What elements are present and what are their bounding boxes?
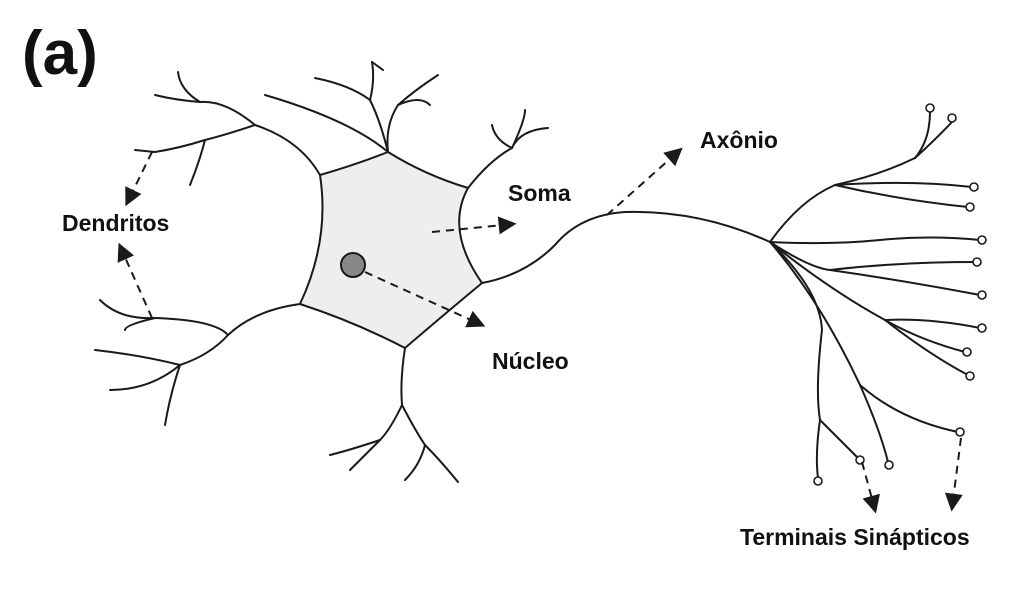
soma-body — [299, 151, 483, 349]
arrow-dendritos-down — [117, 242, 153, 319]
pointer-arrows — [117, 147, 963, 514]
arrow-axonio — [606, 147, 683, 216]
label-terminais-sinapticos: Terminais Sinápticos — [740, 524, 970, 550]
arrow-terminal-1 — [861, 461, 880, 514]
synaptic-knobs — [813, 103, 987, 486]
panel-label: (a) — [22, 19, 98, 88]
label-nucleo: Núcleo — [492, 348, 569, 374]
arrow-terminal-2 — [944, 437, 963, 512]
axon-terminals — [769, 111, 981, 479]
label-soma: Soma — [508, 180, 571, 206]
dendrites — [94, 61, 549, 483]
nucleus — [340, 252, 366, 278]
label-dendritos: Dendritos — [62, 210, 170, 236]
arrow-nucleo — [364, 271, 486, 328]
arrow-dendritos-up — [125, 151, 153, 207]
axon — [481, 210, 771, 284]
label-axonio: Axônio — [700, 127, 778, 153]
